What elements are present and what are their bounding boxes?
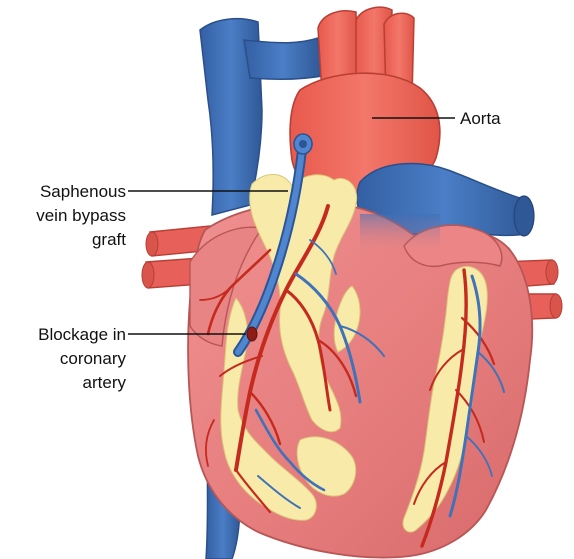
coronary-blockage bbox=[247, 327, 257, 341]
blockage-label-line-2: coronary bbox=[60, 349, 127, 368]
blockage-label-line-3: artery bbox=[83, 373, 127, 392]
graft-label-line-2: vein bypass bbox=[36, 206, 126, 225]
graft-label-line-3: graft bbox=[92, 230, 126, 249]
blockage-label-line-1: Blockage in bbox=[38, 325, 126, 344]
aorta-label: Aorta bbox=[460, 109, 501, 128]
graft-label-line-1: Saphenous bbox=[40, 182, 126, 201]
